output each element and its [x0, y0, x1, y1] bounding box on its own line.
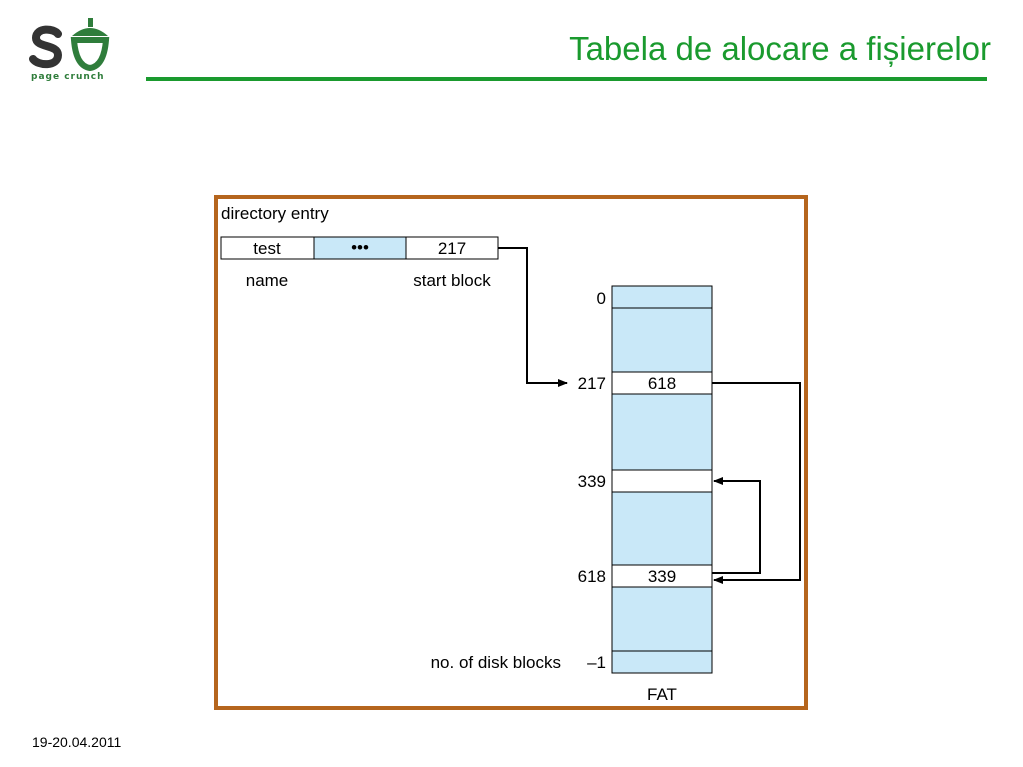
fat-value-618: 339: [648, 567, 676, 586]
directory-entry-label: directory entry: [221, 204, 329, 223]
fat-blocks-0-217: [611, 307, 713, 373]
fat-index-618: 618: [578, 567, 606, 586]
fat-row-0: [611, 285, 713, 309]
fat-blocks-618-last: [611, 586, 713, 652]
fat-row-339: [611, 469, 713, 493]
fat-index-339: 339: [578, 472, 606, 491]
fat-index-0: 0: [597, 289, 606, 308]
start-block-column-label: start block: [413, 271, 491, 290]
fat-index-last: –1: [587, 653, 606, 672]
fat-index-217: 217: [578, 374, 606, 393]
disk-blocks-label: no. of disk blocks: [431, 653, 561, 672]
logo-acorn-body: [70, 37, 110, 72]
logo-acorn-stem: [88, 18, 93, 27]
arrow-217-to-618: [712, 382, 801, 584]
entry-start-block-value: 217: [438, 239, 466, 258]
fat-value-217: 618: [648, 374, 676, 393]
title-divider: [146, 77, 987, 81]
diagram-frame: [214, 195, 808, 710]
fat-blocks-217-339: [611, 393, 713, 471]
entry-ellipsis-value: •••: [351, 238, 369, 257]
footer-date: 19-20.04.2011: [32, 734, 122, 750]
fat-table: [611, 285, 713, 674]
fat-caption: FAT: [647, 685, 677, 704]
fat-diagram: directory entry test ••• 217 name start …: [214, 195, 808, 710]
name-column-label: name: [246, 271, 289, 290]
fat-row-last: [611, 650, 713, 674]
logo-subtitle: page crunch: [31, 72, 105, 82]
logo-s-letter: [29, 25, 63, 69]
fat-blocks-339-618: [611, 491, 713, 566]
slide-title: Tabela de alocare a fișierelor: [569, 30, 991, 67]
logo-acorn-cap: [72, 28, 108, 36]
arrow-618-to-339: [712, 477, 761, 574]
entry-name-value: test: [253, 239, 281, 258]
page-crunch-logo: [29, 18, 110, 72]
arrow-start-block-to-217: [498, 247, 568, 387]
